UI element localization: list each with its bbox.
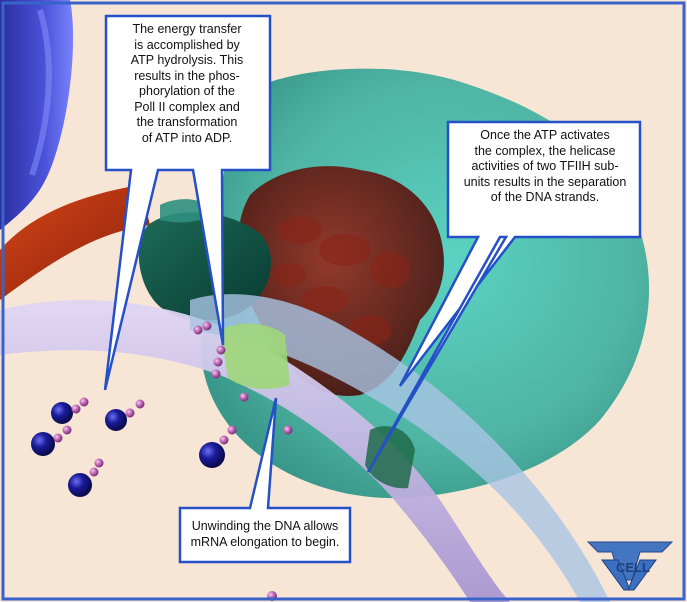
helicase-subunit-1 xyxy=(220,324,290,389)
callout-text-helicase: Once the ATP activates the complex, the … xyxy=(452,128,638,206)
callout-text-unwinding: Unwinding the DNA allows mRNA elongation… xyxy=(184,519,346,550)
callout-text-atp-hydrolysis: The energy transfer is accomplished by A… xyxy=(112,22,262,146)
svg-text:CELL: CELL xyxy=(616,560,650,575)
